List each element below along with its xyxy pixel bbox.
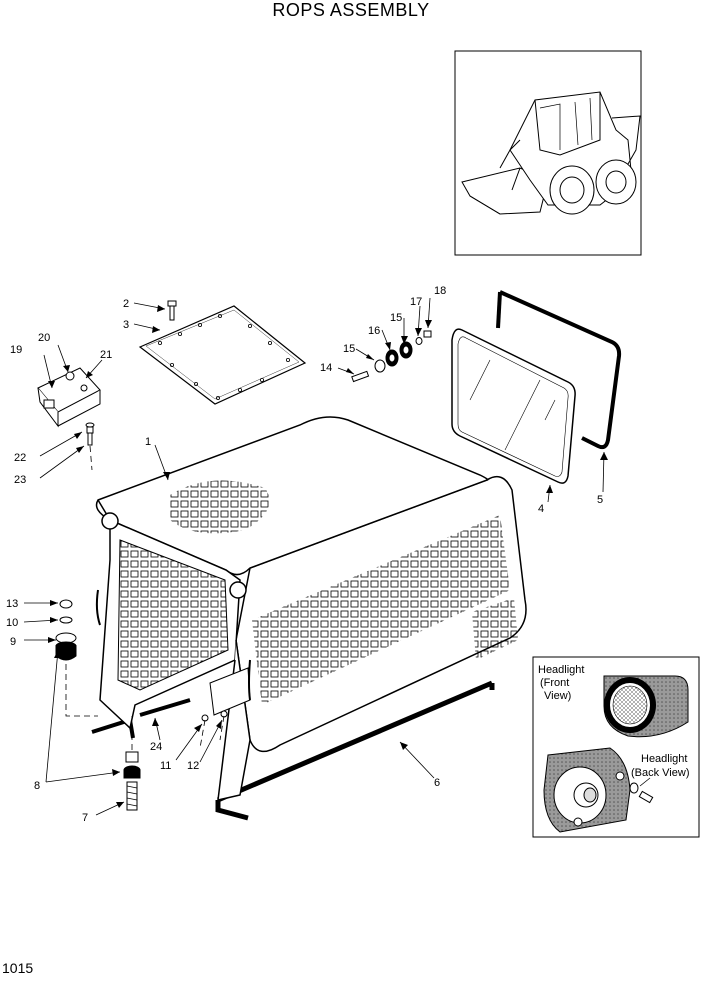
callout-7: 7 — [82, 812, 88, 824]
diagram-title: ROPS ASSEMBLY — [272, 0, 430, 20]
callout-2: 2 — [123, 298, 129, 310]
page-number: 1015 — [2, 960, 34, 976]
leader-arrowheads — [48, 305, 608, 808]
callout-6: 6 — [434, 777, 440, 789]
mount-parts-7-8 — [123, 751, 141, 811]
bolt-parts-22-23 — [85, 422, 95, 446]
callout-12: 12 — [187, 760, 199, 772]
headlight-inset: Headlight (Front View) Headlight (Back V… — [532, 656, 700, 838]
mount-parts-9-13 — [55, 599, 77, 661]
callout-15-lower: 15 — [343, 343, 355, 355]
headlight-back-view — [543, 747, 654, 833]
callout-8: 8 — [34, 780, 40, 792]
callout-24: 24 — [150, 741, 162, 753]
rops-cab-part-1 — [95, 416, 527, 801]
inset-front-label-line2: (Front — [540, 677, 569, 689]
machine-overview-frame — [454, 50, 642, 256]
callout-23: 23 — [14, 474, 26, 486]
headlight-front-view — [603, 675, 689, 738]
callout-20: 20 — [38, 332, 50, 344]
callout-14: 14 — [320, 362, 332, 374]
callout-16: 16 — [368, 325, 380, 337]
bottom-seal-part-6 — [215, 680, 495, 821]
bracket-assembly-parts-19-21 — [37, 367, 101, 428]
callout-5: 5 — [597, 494, 603, 506]
callout-21: 21 — [100, 349, 112, 361]
callout-3: 3 — [123, 319, 129, 331]
inset-front-label-line3: View) — [544, 690, 571, 702]
callout-18: 18 — [434, 285, 446, 297]
window-glass-part-4 — [451, 328, 576, 484]
hardware-parts-14-18 — [351, 330, 432, 383]
inset-back-label-line1: Headlight — [641, 753, 687, 765]
callout-9: 9 — [10, 636, 16, 648]
inset-front-label-line1: Headlight — [538, 664, 584, 676]
plate-part-3 — [138, 305, 307, 405]
bolt-part-2 — [167, 300, 177, 321]
callout-11: 11 — [160, 760, 171, 772]
callout-15-upper: 15 — [390, 312, 402, 324]
alignment-lines — [65, 445, 225, 750]
callout-10: 10 — [6, 617, 18, 629]
inset-back-label-line2: (Back View) — [631, 767, 689, 779]
callout-13: 13 — [6, 598, 18, 610]
callout-19: 19 — [10, 344, 22, 356]
skid-steer-loader-illustration — [461, 91, 641, 215]
callout-22: 22 — [14, 452, 26, 464]
window-seal-part-5 — [496, 290, 622, 450]
callout-1: 1 — [145, 436, 151, 448]
callout-4: 4 — [538, 503, 544, 515]
callout-17: 17 — [410, 296, 422, 308]
